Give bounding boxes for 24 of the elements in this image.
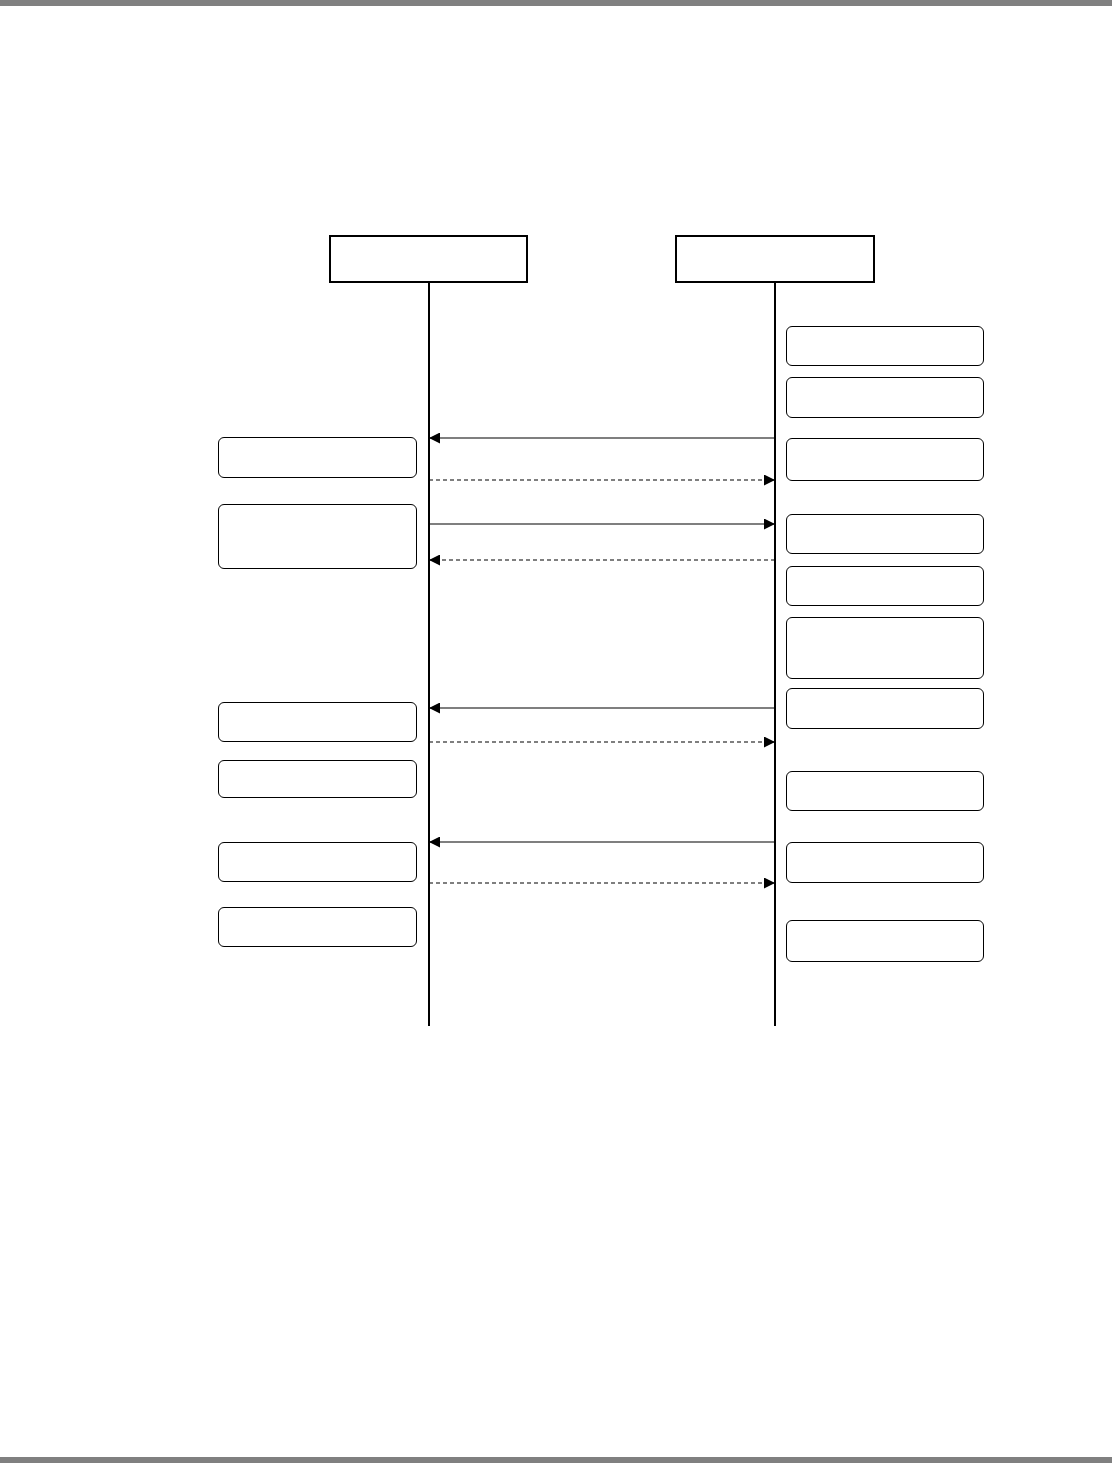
return-arrow bbox=[428, 554, 776, 566]
note-box bbox=[786, 377, 984, 418]
message-arrow bbox=[428, 702, 776, 714]
note-box bbox=[786, 617, 984, 679]
message-arrow bbox=[428, 518, 776, 530]
note-box bbox=[786, 438, 984, 481]
note-box bbox=[786, 920, 984, 962]
note-box bbox=[218, 504, 417, 569]
note-box bbox=[786, 771, 984, 811]
note-box bbox=[786, 514, 984, 554]
return-arrow bbox=[428, 736, 776, 748]
message-arrow bbox=[428, 432, 776, 444]
note-box bbox=[786, 688, 984, 729]
note-box bbox=[218, 842, 417, 882]
note-box bbox=[786, 326, 984, 366]
note-box bbox=[786, 842, 984, 883]
note-box bbox=[218, 702, 417, 742]
return-arrow bbox=[428, 877, 776, 889]
note-box bbox=[218, 760, 417, 798]
message-arrow bbox=[428, 836, 776, 848]
note-box bbox=[786, 566, 984, 606]
return-arrow bbox=[428, 474, 776, 486]
note-box bbox=[218, 437, 417, 478]
note-box bbox=[218, 907, 417, 947]
